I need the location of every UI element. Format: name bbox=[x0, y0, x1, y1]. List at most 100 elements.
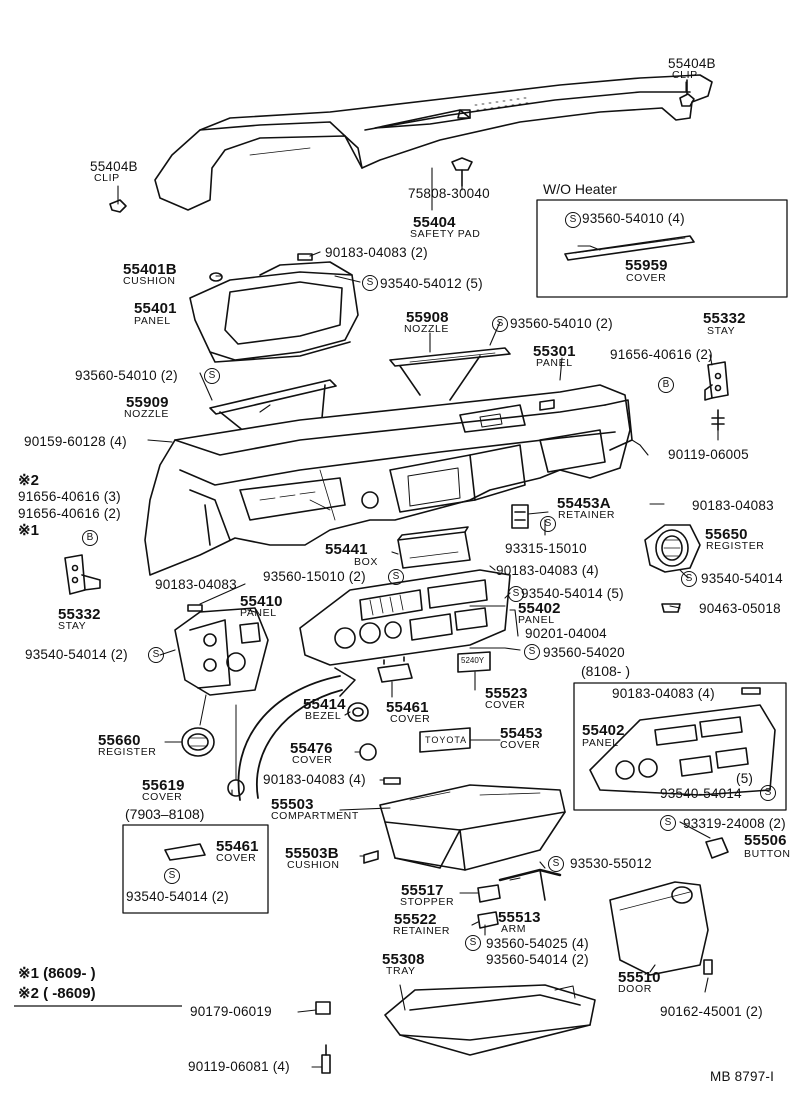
label-retainer-b: RETAINER bbox=[393, 925, 451, 937]
label-55404: 55404 bbox=[413, 214, 456, 231]
label-93540-b: 93540-54014 (5) bbox=[521, 586, 624, 601]
emblem-55453: TOYOTA bbox=[425, 735, 468, 745]
label-55308: 55308 bbox=[382, 951, 425, 968]
s-mark-box: S bbox=[565, 212, 581, 228]
s-mark-j: S bbox=[760, 785, 776, 801]
label-91656-left-2: 91656-40616 (2) bbox=[18, 506, 121, 521]
label-93560-box: 93560-54010 (4) bbox=[582, 211, 685, 226]
label-door: DOOR bbox=[618, 983, 652, 995]
label-93540-d2: 93540-54014 bbox=[660, 786, 742, 801]
asterisk-2-mark: ※2 bbox=[18, 472, 39, 489]
label-93530: 93530-55012 bbox=[570, 856, 652, 871]
label-93560-c: 93560-54010 (2) bbox=[75, 368, 178, 383]
label-cover-g: COVER bbox=[142, 791, 183, 803]
label-90183-d: 90183-04083 (4) bbox=[612, 686, 715, 701]
label-90183-a: 90183-04083 (2) bbox=[325, 245, 428, 260]
asterisk-1-mark: ※1 bbox=[18, 522, 39, 539]
panel-55402-variant-shape bbox=[589, 704, 776, 796]
label-93540-right: 93540-54014 bbox=[701, 571, 783, 586]
label-register-right: REGISTER bbox=[706, 540, 765, 552]
panel-55401-shape bbox=[189, 261, 359, 363]
screw-90162-shape bbox=[703, 959, 713, 975]
cover-55523-shape bbox=[457, 651, 491, 673]
panel-55410-shape bbox=[174, 607, 269, 696]
s-mark-a: S bbox=[362, 275, 378, 291]
label-stay-left: STAY bbox=[58, 620, 87, 632]
label-cushion-a: CUSHION bbox=[123, 275, 176, 287]
stay-55332-right-shape bbox=[704, 361, 729, 431]
label-panel-e: PANEL bbox=[582, 737, 619, 749]
label-55410: 55410 bbox=[240, 593, 283, 610]
label-93540-d: (5) bbox=[736, 771, 754, 786]
label-cushion-b: CUSHION bbox=[287, 859, 340, 871]
label-93315: 93315-15010 bbox=[505, 541, 587, 556]
label-93540-e: 93540-54014 (2) bbox=[126, 889, 229, 904]
label-93540-a: 93540-54012 (5) bbox=[380, 276, 483, 291]
label-bezel: BEZEL bbox=[305, 710, 342, 722]
label-cover-e: COVER bbox=[500, 739, 541, 751]
cover-55476-shape bbox=[359, 743, 377, 761]
label-button: BUTTON bbox=[744, 848, 791, 860]
label-93560-b: 93560-54010 (2) bbox=[510, 316, 613, 331]
s-mark-e: S bbox=[388, 569, 404, 585]
s-mark-b: S bbox=[492, 316, 508, 332]
door-55510-shape bbox=[609, 881, 709, 976]
label-tray: TRAY bbox=[386, 965, 416, 977]
label-55402-variant: 55402 bbox=[582, 722, 625, 739]
label-55522: 55522 bbox=[394, 911, 437, 928]
cover-55461-variant-shape bbox=[164, 843, 206, 861]
assembly-arrow bbox=[237, 667, 356, 801]
variant-8108-box bbox=[573, 682, 787, 811]
nozzle-55908-shape bbox=[389, 347, 511, 401]
retainer-55522-shape bbox=[477, 911, 499, 929]
register-55650-shape bbox=[644, 524, 701, 573]
label-55517: 55517 bbox=[401, 882, 444, 899]
s-mark-c: S bbox=[204, 368, 220, 384]
label-cover-d: COVER bbox=[485, 699, 526, 711]
label-arm: ARM bbox=[501, 923, 527, 935]
label-cover-box: COVER bbox=[626, 272, 667, 284]
note-2: ※2 ( -8609) bbox=[18, 985, 96, 1002]
compartment-55503-shape bbox=[379, 784, 566, 871]
cover-55453-shape bbox=[419, 727, 471, 753]
clip-90179-shape bbox=[315, 1001, 331, 1015]
clip-90463-shape bbox=[661, 603, 681, 613]
screw-90119-shape bbox=[321, 1044, 331, 1074]
label-91656-right: 91656-40616 (2) bbox=[610, 347, 713, 362]
label-register-left: REGISTER bbox=[98, 746, 157, 758]
box-heading-8108: (8108- ) bbox=[581, 663, 631, 679]
notes-underline bbox=[14, 1005, 182, 1007]
label-cover-c: COVER bbox=[390, 713, 431, 725]
label-clip-left: CLIP bbox=[94, 172, 120, 184]
label-55402: 55402 bbox=[518, 600, 561, 617]
clip-90183-variant bbox=[741, 687, 761, 695]
note-1: ※1 (8609- ) bbox=[18, 965, 96, 982]
label-nozzle-b: NOZZLE bbox=[124, 408, 170, 420]
variant-7903-box bbox=[122, 824, 269, 914]
label-55650: 55650 bbox=[705, 526, 748, 543]
instrument-panel-55301-shape bbox=[144, 384, 633, 576]
box-55441-shape bbox=[397, 526, 471, 569]
label-90119-bottom: 90119-06081 (4) bbox=[188, 1059, 290, 1074]
label-cover-h: COVER bbox=[216, 852, 257, 864]
label-55619: 55619 bbox=[142, 777, 185, 794]
label-55959: 55959 bbox=[625, 257, 668, 274]
label-55404B-top: 55404B bbox=[668, 56, 716, 71]
cover-55461-shape bbox=[377, 656, 413, 683]
label-panel-c: PANEL bbox=[240, 607, 277, 619]
clip-top-shape bbox=[679, 79, 695, 107]
label-55909: 55909 bbox=[126, 394, 169, 411]
box-heading-wo-heater: W/O Heater bbox=[543, 181, 617, 197]
label-box-a: BOX bbox=[354, 556, 378, 568]
s-mark-i: S bbox=[524, 644, 540, 660]
label-55301: 55301 bbox=[533, 343, 576, 360]
label-55523: 55523 bbox=[485, 685, 528, 702]
register-55660-shape bbox=[181, 694, 215, 757]
label-55510: 55510 bbox=[618, 969, 661, 986]
label-safety-pad: SAFETY PAD bbox=[410, 228, 481, 240]
box-heading-7903: (7903–8108) bbox=[125, 806, 205, 822]
label-cover-f: COVER bbox=[292, 754, 333, 766]
label-90162: 90162-45001 (2) bbox=[660, 1004, 763, 1019]
